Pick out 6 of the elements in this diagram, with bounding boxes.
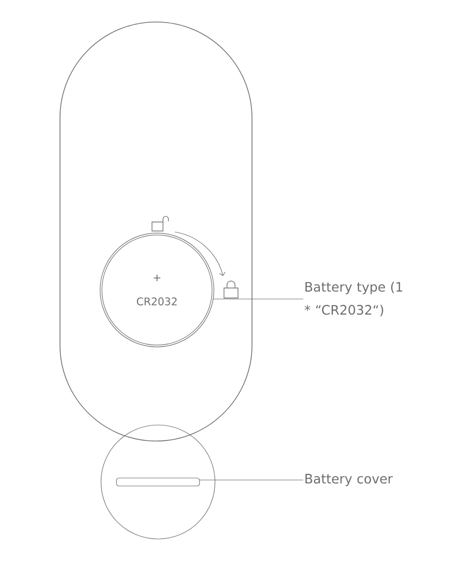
battery-cover: [100, 424, 216, 540]
callout-text: Battery cover: [305, 474, 393, 486]
coin-battery: + CR2032: [100, 232, 214, 348]
callout-text: Battery type (1 * “CR2032“): [304, 282, 402, 316]
leader-line: [213, 298, 304, 300]
cover-slot: [116, 478, 200, 486]
